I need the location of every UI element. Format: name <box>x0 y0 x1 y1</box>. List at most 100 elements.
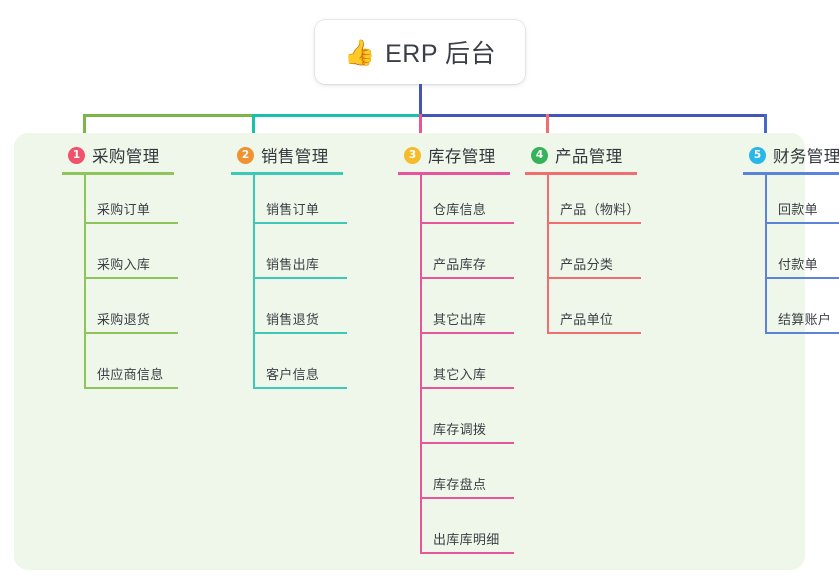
branch-column-1: 1 采购管理采购订单采购入库采购退货供应商信息 <box>44 133 194 570</box>
branch-spine-5 <box>765 173 767 333</box>
branch-item[interactable]: 其它出库 <box>420 309 518 334</box>
branch-item-rule <box>420 222 514 224</box>
branch-header-rule-4 <box>525 172 637 175</box>
branch-title-1: 采购管理 <box>92 148 160 166</box>
connector-bar-teal-segment <box>253 114 420 117</box>
branch-number-badge-3: 3 <box>404 146 421 164</box>
branch-number-badge-5: 5 <box>749 146 766 164</box>
branch-item[interactable]: 库存调拨 <box>420 419 518 444</box>
branch-spine-1 <box>84 173 86 388</box>
branch-item-label: 采购订单 <box>97 202 151 217</box>
branch-title-5: 财务管理 <box>773 148 839 166</box>
branch-item-label: 产品单位 <box>560 312 614 327</box>
branch-item-label: 仓库信息 <box>433 202 487 217</box>
branch-item[interactable]: 回款单 <box>765 199 839 224</box>
branch-item-rule <box>765 332 839 334</box>
branch-item-rule <box>765 277 839 279</box>
branch-item-rule <box>253 277 347 279</box>
branch-header-rule-5 <box>743 172 839 175</box>
branch-spine-3 <box>420 173 422 553</box>
branch-header-rule-2 <box>231 172 343 175</box>
branch-item-label: 销售退货 <box>266 312 320 327</box>
branch-item[interactable]: 客户信息 <box>253 364 351 389</box>
connector-bar-green-segment <box>83 114 253 117</box>
branch-item-rule <box>253 332 347 334</box>
branch-item[interactable]: 采购订单 <box>84 199 182 224</box>
branch-header-3[interactable]: 3 库存管理 <box>404 143 496 167</box>
branch-item[interactable]: 销售退货 <box>253 309 351 334</box>
thumbs-up-emoji: 👍 <box>343 37 376 67</box>
branch-item[interactable]: 付款单 <box>765 254 839 279</box>
branch-item[interactable]: 采购退货 <box>84 309 182 334</box>
branch-item-label: 库存盘点 <box>433 477 487 492</box>
branch-item-label: 采购退货 <box>97 312 151 327</box>
branch-item-label: 库存调拨 <box>433 422 487 437</box>
branch-item[interactable]: 产品单位 <box>547 309 645 334</box>
branch-item[interactable]: 销售订单 <box>253 199 351 224</box>
branch-item-rule <box>420 442 514 444</box>
branch-item-label: 销售订单 <box>266 202 320 217</box>
branch-item-rule <box>420 497 514 499</box>
branch-item-label: 结算账户 <box>778 312 832 327</box>
branch-number-badge-4: 4 <box>531 146 548 164</box>
branch-item-rule <box>420 387 514 389</box>
branch-header-rule-1 <box>62 172 174 175</box>
branch-item-label: 产品库存 <box>433 257 487 272</box>
branch-item[interactable]: 结算账户 <box>765 309 839 334</box>
branch-item-rule <box>253 222 347 224</box>
branch-item-rule <box>253 387 347 389</box>
branch-item-label: 采购入库 <box>97 257 151 272</box>
branch-item-rule <box>84 222 178 224</box>
branch-header-rule-3 <box>398 172 510 175</box>
branch-item-rule <box>84 332 178 334</box>
branches-panel: 1 采购管理采购订单采购入库采购退货供应商信息 2 销售管理销售订单销售出库销售退货客… <box>14 133 839 570</box>
branch-item-label: 销售出库 <box>266 257 320 272</box>
branch-item-rule <box>420 277 514 279</box>
branch-spine-4 <box>547 173 549 333</box>
branch-column-2: 2 销售管理销售订单销售出库销售退货客户信息 <box>213 133 363 570</box>
branch-item-rule <box>84 387 178 389</box>
branch-item-rule <box>420 332 514 334</box>
branch-header-1[interactable]: 1 采购管理 <box>68 143 160 167</box>
branch-item-label: 付款单 <box>778 257 818 272</box>
branch-item[interactable]: 销售出库 <box>253 254 351 279</box>
branch-item-label: 回款单 <box>778 202 818 217</box>
branch-item-rule <box>84 277 178 279</box>
branch-item-label: 出库库明细 <box>433 532 500 547</box>
branch-column-4: 4 产品管理产品（物料） 产品分类产品单位 <box>507 133 657 570</box>
branch-item-label: 其它出库 <box>433 312 487 327</box>
branch-title-2: 销售管理 <box>261 148 329 166</box>
branch-item[interactable]: 采购入库 <box>84 254 182 279</box>
branch-item[interactable]: 产品分类 <box>547 254 645 279</box>
trunk-line <box>419 84 422 117</box>
root-node-title: ERP 后台 <box>385 40 497 68</box>
branch-header-4[interactable]: 4 产品管理 <box>531 143 623 167</box>
root-node-content: 👍 ERP 后台 <box>344 34 496 70</box>
branch-item[interactable]: 供应商信息 <box>84 364 182 389</box>
branch-item[interactable]: 产品库存 <box>420 254 518 279</box>
branch-title-3: 库存管理 <box>428 148 496 166</box>
connector-bar-indigo-segment <box>420 114 767 117</box>
branch-item-rule <box>547 222 641 224</box>
branch-column-3: 3 库存管理仓库信息产品库存其它出库其它入库库存调拨库存盘点出库库明细 <box>380 133 530 570</box>
branch-item-label: 其它入库 <box>433 367 487 382</box>
branch-item[interactable]: 仓库信息 <box>420 199 518 224</box>
branch-item-label: 产品分类 <box>560 257 614 272</box>
branch-item-label: 供应商信息 <box>97 367 164 382</box>
branch-number-badge-1: 1 <box>68 146 85 164</box>
branch-header-5[interactable]: 5 财务管理 <box>749 143 839 167</box>
branch-item-rule <box>765 222 839 224</box>
branch-item[interactable]: 产品（物料） <box>547 199 645 224</box>
root-node[interactable]: 👍 ERP 后台 <box>315 20 525 84</box>
branch-item-label: 产品（物料） <box>560 202 640 217</box>
branch-item[interactable]: 其它入库 <box>420 364 518 389</box>
branch-item[interactable]: 库存盘点 <box>420 474 518 499</box>
branch-header-2[interactable]: 2 销售管理 <box>237 143 329 167</box>
branch-title-4: 产品管理 <box>555 148 623 166</box>
branch-item[interactable]: 出库库明细 <box>420 529 518 554</box>
branch-column-5: 5 财务管理回款单付款单结算账户 <box>725 133 839 570</box>
branch-item-rule <box>547 332 641 334</box>
branch-number-badge-2: 2 <box>237 146 254 164</box>
branch-item-rule <box>547 277 641 279</box>
